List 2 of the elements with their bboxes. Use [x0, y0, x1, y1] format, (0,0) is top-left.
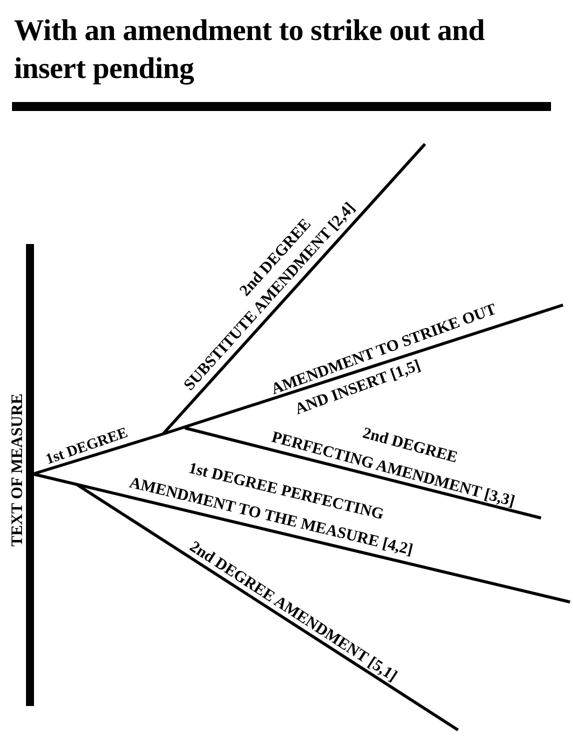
title: With an amendment to strike out and insert pending	[14, 13, 486, 87]
branch-label: TEXT OF MEASURE	[10, 394, 26, 546]
